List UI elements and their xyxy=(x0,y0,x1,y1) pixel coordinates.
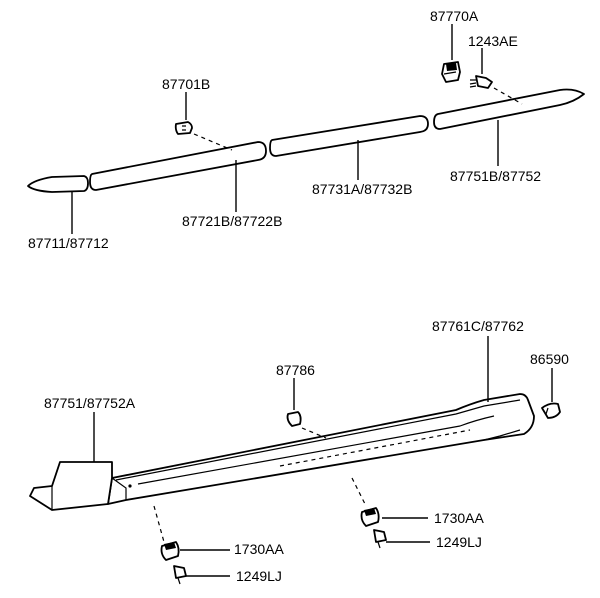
molding-87721b xyxy=(89,141,267,191)
label-87761c: 87761C/87762 xyxy=(432,318,524,334)
part-labels: 87770A 1243AE 87701B 87751B/87752 87731A… xyxy=(28,8,569,584)
label-87731a: 87731A/87732B xyxy=(312,181,412,197)
sill-front-87751 xyxy=(29,461,113,511)
label-1730aa-right: 1730AA xyxy=(434,510,484,526)
side-sill-molding xyxy=(29,393,535,511)
label-1730aa-left: 1730AA xyxy=(234,541,284,557)
label-1249lj-left: 1249LJ xyxy=(236,568,282,584)
clip-87786 xyxy=(286,411,327,439)
label-87786: 87786 xyxy=(276,362,315,378)
molding-87751b xyxy=(433,88,585,130)
label-87751: 87751/87752A xyxy=(44,395,136,411)
label-86590: 86590 xyxy=(530,351,569,367)
label-1243ae: 1243AE xyxy=(468,33,518,49)
molding-87711 xyxy=(27,175,89,193)
upper-leaders xyxy=(71,24,499,234)
clip-87701b xyxy=(174,121,233,151)
label-87701b: 87701B xyxy=(162,76,210,92)
grommet-1730aa-left xyxy=(153,505,180,561)
sill-87761c xyxy=(107,393,535,505)
screw-1243ae xyxy=(469,75,523,105)
fastener-86590 xyxy=(541,402,561,419)
label-87751b: 87751B/87752 xyxy=(450,168,541,184)
molding-strips xyxy=(27,88,585,193)
label-1249lj-right: 1249LJ xyxy=(436,534,482,550)
molding-87731a xyxy=(269,115,429,157)
screw-1249lj-left xyxy=(173,565,187,585)
screw-1249lj-right xyxy=(373,529,387,549)
label-87721b: 87721B/87722B xyxy=(182,213,282,229)
lower-leaders xyxy=(93,336,553,577)
clip-87770a xyxy=(441,61,461,83)
label-87711: 87711/87712 xyxy=(28,235,109,251)
label-87770a: 87770A xyxy=(430,8,479,24)
grommet-1730aa-right xyxy=(351,477,380,527)
